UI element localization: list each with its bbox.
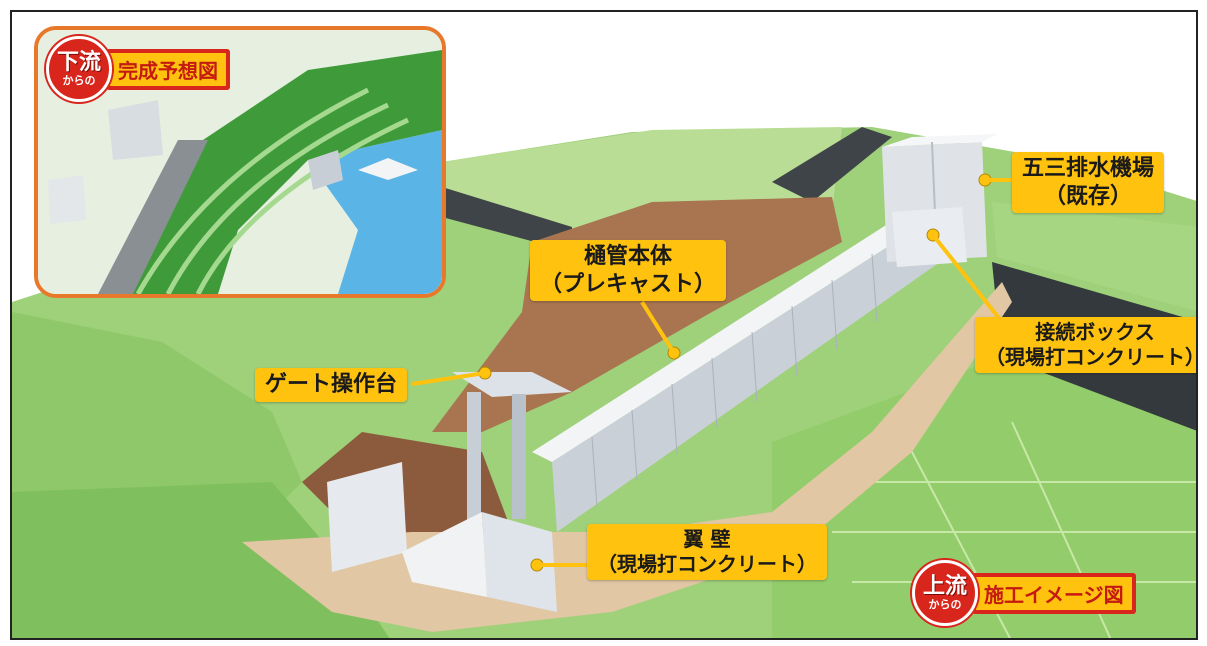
wing-wall-right: [482, 512, 557, 612]
construction-scene: [12, 12, 1196, 638]
gate-pillar-left: [467, 392, 481, 522]
conduit-body-label-line2: （プレキャスト）: [540, 271, 717, 297]
wing-wall-label: 翼 壁 （現場打コンクリート）: [587, 524, 827, 580]
wing-wall-label-line2: （現場打コンクリート）: [597, 552, 817, 576]
upstream-badge-title-box: 施工イメージ図: [972, 572, 1136, 614]
pump-station-label-line1: 五三排水機場: [1022, 156, 1155, 181]
inset-badge-title-box: 完成予想図: [106, 48, 230, 90]
conduit-side: [552, 212, 947, 532]
upstream-badge-big: 上流: [922, 573, 967, 599]
gate-platform-label-text: ゲート操作台: [265, 372, 398, 397]
upstream-badge-small: からの: [928, 597, 962, 611]
conduit-top: [532, 202, 942, 462]
inset-badge: 下流 からの 完成予想図: [46, 36, 230, 102]
connection-box-label-line2: （現場打コンクリート）: [985, 345, 1198, 369]
right-upper-field: [992, 202, 1196, 311]
inset-badge-small: からの: [62, 73, 96, 87]
gate-pillar-right: [512, 394, 526, 519]
inset-badge-circle: 下流 からの: [46, 36, 112, 102]
back-road: [772, 127, 892, 202]
inset-building: [108, 100, 163, 160]
upstream-badge: 上流 からの 施工イメージ図: [912, 560, 1136, 626]
inset-gate: [308, 150, 343, 190]
inset-shed: [358, 158, 418, 180]
conduit-joints: [591, 253, 878, 508]
illustration-frame: 下流 からの 完成予想図 五三排水機場 （既存） 樋管本体 （プレキャスト） ゲ…: [10, 10, 1198, 640]
connection-box-label: 接続ボックス （現場打コンクリート）: [975, 317, 1198, 373]
connection-box-label-line1: 接続ボックス: [1035, 320, 1155, 344]
inset-stripes: [135, 87, 410, 294]
wing-wall-left: [327, 462, 407, 572]
conduit-body-label-line1: 樋管本体: [584, 244, 673, 269]
upstream-badge-circle: 上流 からの: [912, 560, 978, 626]
pump-station-label: 五三排水機場 （既存）: [1012, 152, 1165, 213]
inset-road: [98, 140, 208, 294]
left-lower-field: [12, 482, 390, 638]
upstream-title: 施工イメージ図: [976, 576, 1132, 610]
pump-station-top: [882, 134, 997, 147]
inset-badge-big: 下流: [56, 49, 101, 75]
inset-building-2: [48, 175, 86, 224]
inset-title: 完成予想図: [110, 52, 226, 86]
gate-platform-label: ゲート操作台: [255, 368, 408, 402]
inset-levee-green: [118, 50, 442, 294]
wing-wall-label-line1: 翼 壁: [683, 527, 731, 551]
wing-floor: [402, 512, 487, 597]
pump-station-label-line2: （既存）: [1044, 183, 1133, 209]
upper-road: [442, 187, 572, 252]
conduit-body-label: 樋管本体 （プレキャスト）: [530, 240, 727, 301]
downstream-inset: 下流 からの 完成予想図: [34, 26, 446, 298]
inset-illustration: [38, 30, 442, 294]
